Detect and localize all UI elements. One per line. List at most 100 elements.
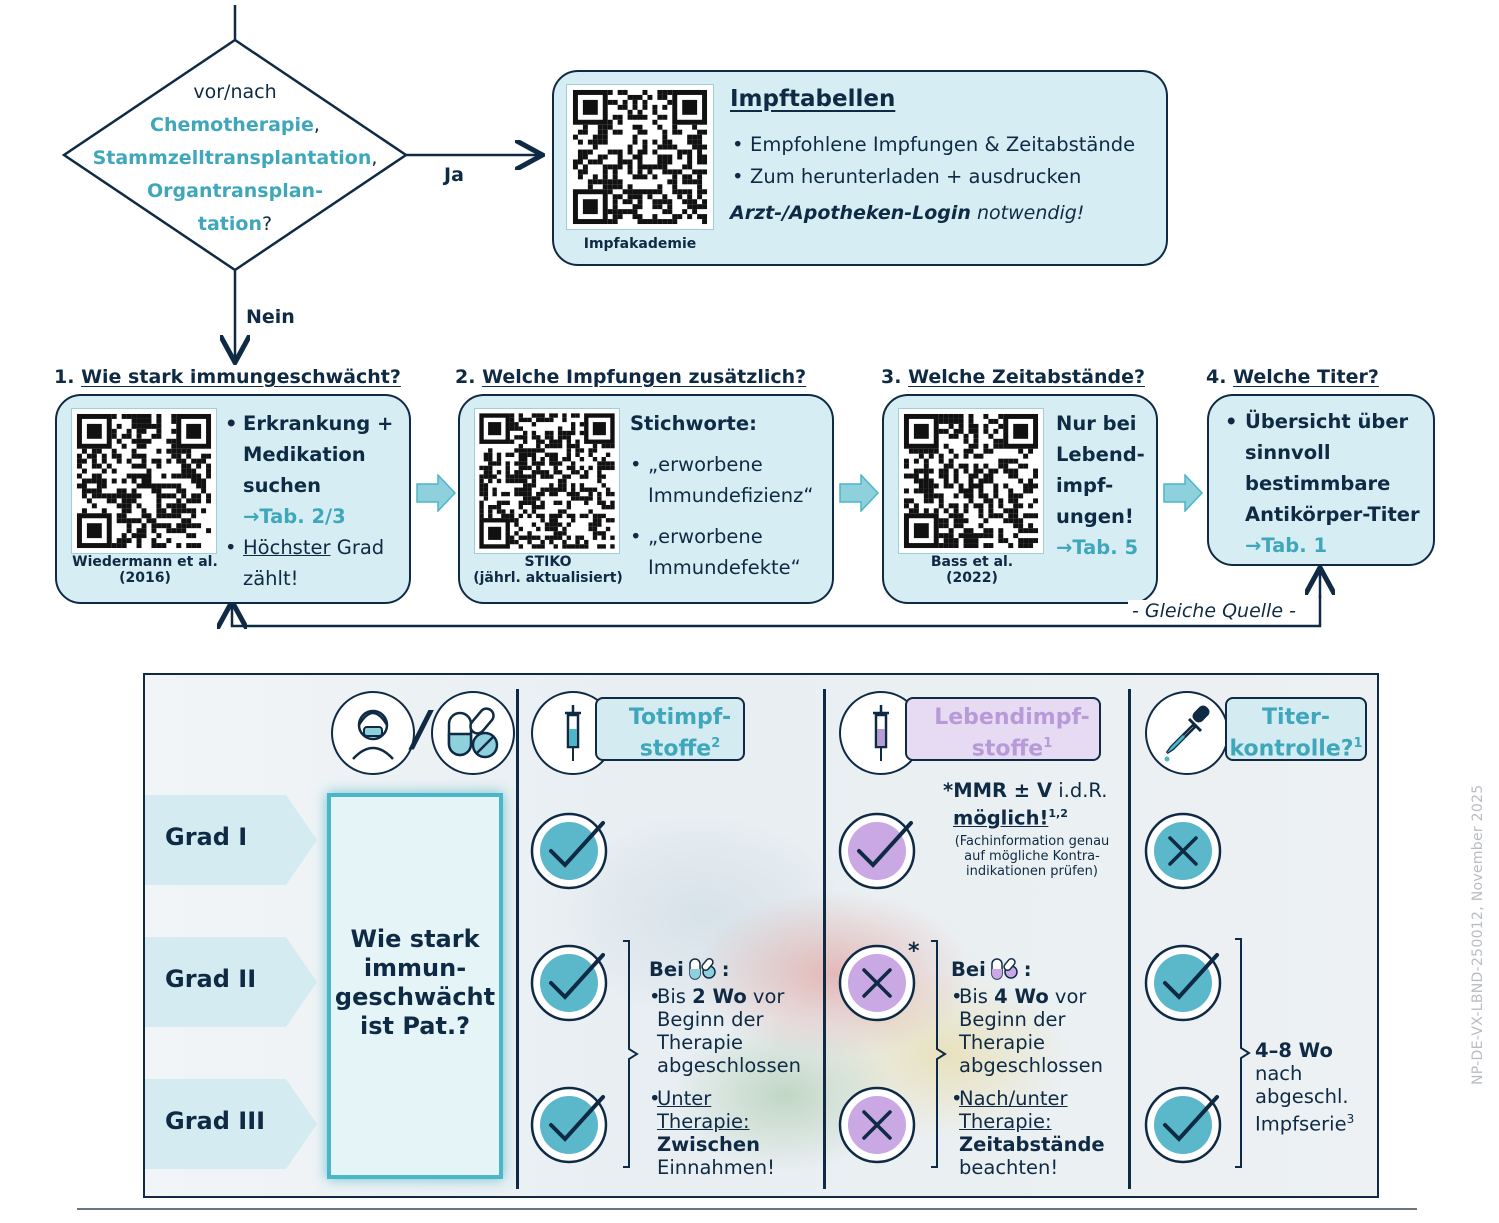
qr-module (527, 535, 532, 540)
step3-box: Bass et al. (2022) Nur bei Lebend- impf-… (882, 394, 1158, 604)
qr-module (121, 413, 127, 419)
qr-module (156, 428, 162, 434)
qr-module (702, 169, 708, 175)
qr-module (206, 463, 212, 469)
qr-module (1028, 483, 1034, 489)
qr-module (602, 139, 608, 145)
qr-module (518, 443, 523, 449)
qr-module (948, 448, 954, 454)
qr-module (488, 513, 493, 519)
qr-module (1023, 543, 1029, 549)
qr-module (151, 423, 157, 429)
qr-module (682, 189, 688, 195)
qr-module (913, 508, 919, 514)
qr-module (687, 214, 693, 220)
qr-module (527, 539, 532, 545)
qr-module (509, 417, 515, 423)
qr-module (652, 119, 658, 125)
qr-module (171, 438, 177, 444)
qr-module (913, 458, 919, 464)
qr-module (612, 169, 618, 175)
qr-module (536, 513, 541, 519)
qr-module (509, 452, 515, 457)
question-line: Wie stark (350, 925, 480, 953)
qr-module (923, 493, 929, 499)
qr-module (141, 513, 147, 519)
qr-module (697, 214, 703, 220)
qr-code-impfakademie[interactable] (566, 84, 714, 230)
qr-module (617, 89, 623, 95)
qr-module (575, 443, 580, 449)
qr-module (577, 149, 583, 155)
qr-module (579, 465, 585, 471)
qr-module (488, 470, 493, 475)
qr-module (141, 413, 147, 419)
qr-module (597, 496, 602, 501)
qr-module (540, 487, 545, 492)
qr-module (549, 435, 554, 440)
qr-module (667, 179, 673, 185)
qr-module (549, 457, 554, 462)
qr-module (575, 539, 580, 545)
qr-module (928, 488, 934, 494)
qr-module (978, 533, 984, 539)
qr-module (540, 544, 545, 549)
patient-mask-icon (331, 691, 415, 775)
qr-module (566, 500, 571, 505)
qr-module (592, 531, 598, 536)
qr-module (988, 533, 994, 539)
qr-module (647, 189, 653, 195)
qr-module (544, 522, 550, 527)
qr-module (592, 179, 598, 185)
qr-module (697, 189, 703, 195)
superscript: 2 (711, 736, 721, 751)
no-label: Nein (246, 306, 295, 328)
qr-module (978, 453, 984, 459)
qr-module (531, 544, 537, 549)
qr-module (81, 508, 87, 514)
qr-module (923, 508, 929, 514)
qr-module (549, 430, 554, 436)
qr-module (483, 483, 489, 488)
qr-module (652, 164, 658, 170)
qr-module (540, 539, 545, 545)
qr-module (682, 209, 688, 215)
qr-code-bass[interactable] (898, 408, 1044, 554)
qr-module (571, 465, 576, 471)
qr-module (81, 493, 87, 499)
qr-module (518, 500, 523, 505)
step1-text: •Erkrankung + Medikation suchen →Tab. 2/… (225, 408, 405, 594)
qr-module (571, 426, 576, 431)
qr-module (151, 528, 157, 534)
qr-module (687, 164, 693, 170)
qr-module (637, 189, 643, 195)
qr-module (610, 491, 615, 497)
step-title-text: Welche Titer? (1233, 366, 1379, 388)
qr-module (121, 488, 127, 494)
qr-module (973, 433, 979, 439)
qr-module (181, 448, 187, 454)
qr-module (161, 543, 167, 549)
qr-module (572, 159, 578, 165)
qr-module (557, 483, 563, 488)
qr-module (186, 423, 202, 439)
qr-module (662, 89, 668, 95)
qr-code-stiko[interactable] (474, 408, 620, 554)
qr-module (1013, 458, 1019, 464)
qr-module (575, 496, 580, 501)
qr-module (483, 452, 489, 457)
qr-module (612, 129, 618, 135)
qr-module (1028, 523, 1034, 529)
qr-module (196, 473, 202, 479)
qr-module (973, 473, 979, 479)
qr-module (131, 413, 137, 419)
qr-module (601, 457, 606, 462)
qr-module (983, 463, 989, 469)
qr-module (1023, 463, 1029, 469)
qr-module (983, 423, 989, 429)
qr-code-wiedermann[interactable] (71, 408, 217, 554)
qr-module (131, 488, 137, 494)
qr-module (96, 478, 102, 484)
qr-module (1013, 503, 1019, 509)
qr-module (918, 453, 924, 459)
